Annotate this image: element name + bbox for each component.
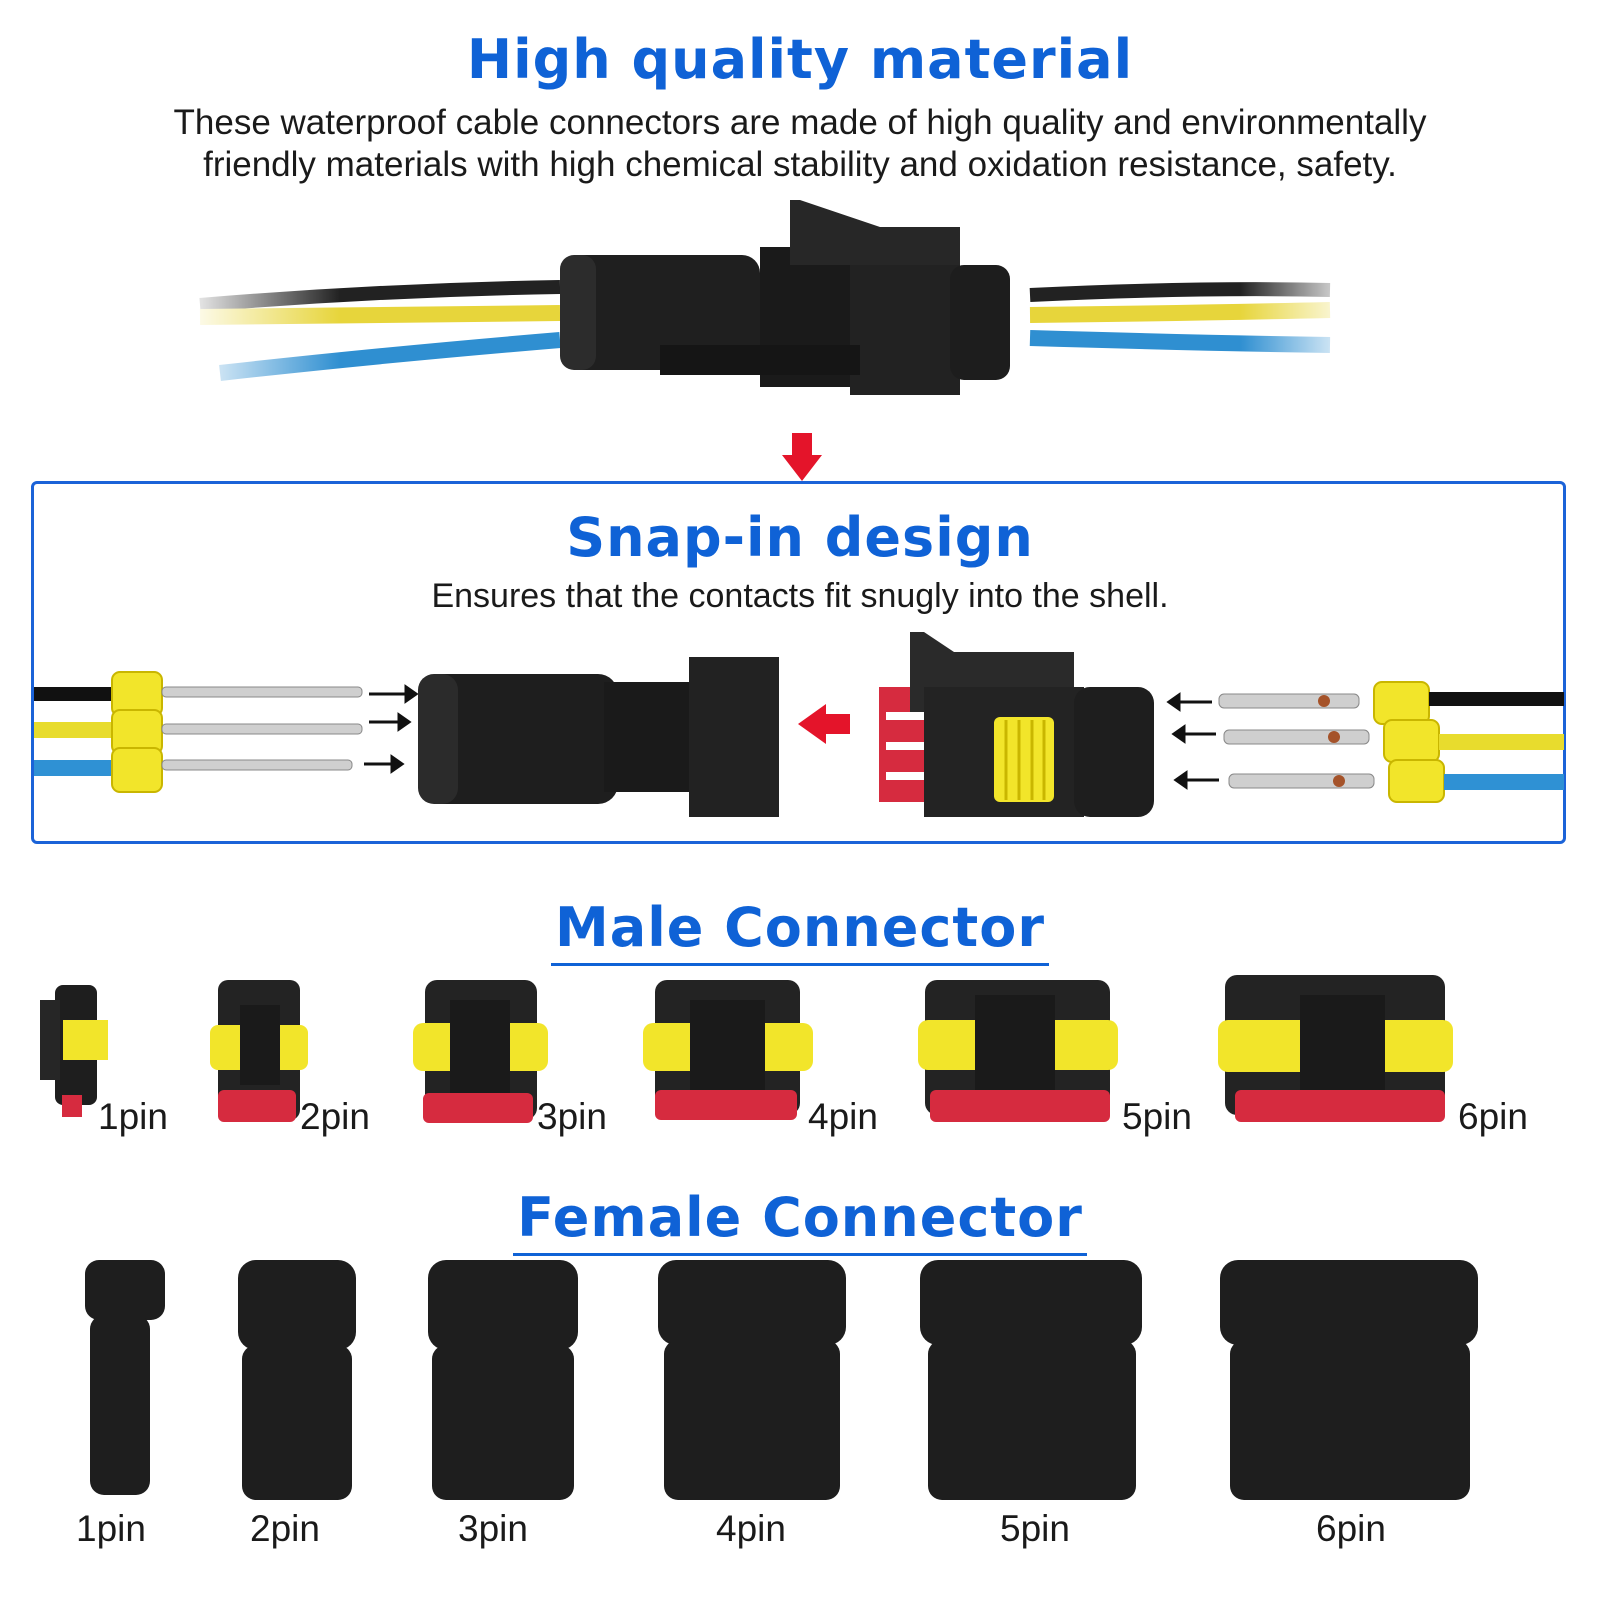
female-label-4pin: 4pin [716, 1508, 786, 1549]
female-1pin-image [85, 1260, 165, 1495]
male-label-5pin: 5pin [1122, 1096, 1192, 1137]
male-label-6pin: 6pin [1458, 1096, 1528, 1137]
female-3pin-image [428, 1260, 578, 1500]
female-connector-title: Female Connector [0, 1186, 1600, 1256]
male-label-1pin: 1pin [98, 1096, 168, 1137]
description-line-2: friendly materials with high chemical st… [203, 145, 1397, 184]
male-1pin-image [40, 985, 108, 1117]
female-2pin-image [238, 1260, 356, 1500]
male-6pin-image [1218, 975, 1453, 1122]
female-connector-row [85, 1260, 1478, 1500]
snap-in-title: Snap-in design [566, 506, 1034, 569]
male-2pin-image [210, 980, 308, 1122]
down-arrow-icon [782, 433, 822, 481]
male-connector-row [40, 975, 1453, 1123]
female-4pin-image [658, 1260, 846, 1500]
male-label-2pin: 2pin [300, 1096, 370, 1137]
snap-in-diagram [34, 632, 1564, 817]
female-label-5pin: 5pin [1000, 1508, 1070, 1549]
page-title: High quality material [466, 28, 1134, 91]
female-label-6pin: 6pin [1316, 1508, 1386, 1549]
mated-connector-image [180, 200, 1360, 395]
snap-in-panel [31, 481, 1566, 844]
female-6pin-image [1220, 1260, 1478, 1500]
female-label-3pin: 3pin [458, 1508, 528, 1549]
female-label-1pin: 1pin [76, 1508, 146, 1549]
snap-in-description: Ensures that the contacts fit snugly int… [431, 577, 1169, 615]
male-label-4pin: 4pin [808, 1096, 878, 1137]
male-5pin-image [918, 980, 1118, 1122]
male-connector-title: Male Connector [0, 896, 1600, 966]
male-3pin-image [413, 980, 548, 1123]
description-line-1: These waterproof cable connectors are ma… [173, 103, 1427, 142]
male-label-3pin: 3pin [537, 1096, 607, 1137]
male-4pin-image [643, 980, 813, 1120]
female-label-2pin: 2pin [250, 1508, 320, 1549]
female-5pin-image [920, 1260, 1142, 1500]
